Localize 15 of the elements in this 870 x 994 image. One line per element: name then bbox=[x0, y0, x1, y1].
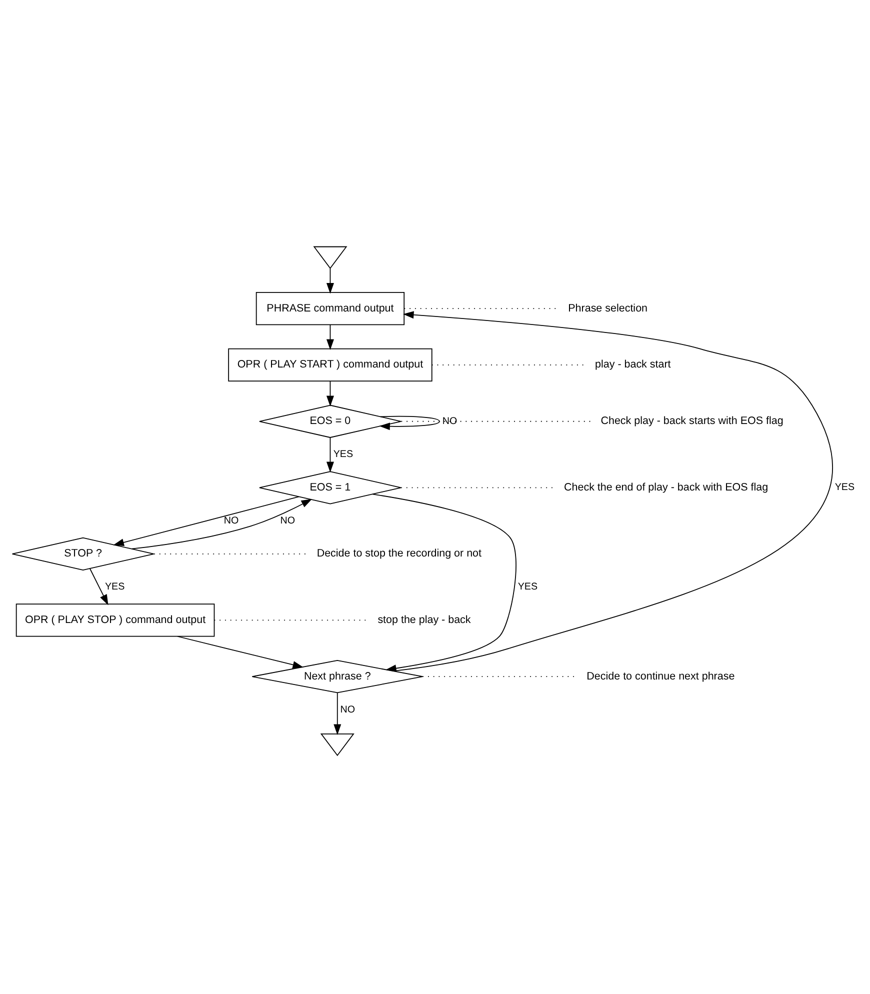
edge-label: YES bbox=[834, 482, 855, 493]
node-text: stop the play - back bbox=[378, 613, 471, 626]
edge-label: NO bbox=[280, 514, 296, 526]
edge-label: NO bbox=[340, 704, 356, 715]
edge-label: YES bbox=[518, 581, 538, 592]
edge-label: NO bbox=[442, 415, 458, 426]
edge-label: YES bbox=[333, 448, 354, 460]
edge-label: NO bbox=[224, 514, 239, 526]
node-text: Check play - back starts with EOS flag bbox=[600, 414, 784, 427]
edge-label: YES bbox=[104, 581, 125, 592]
node-text: Phrase selection bbox=[568, 302, 648, 314]
node-text: play - back start bbox=[595, 358, 671, 370]
node-text: Check the end of play - back with EOS flag bbox=[564, 480, 768, 493]
node-text: Decide to stop the recording or not bbox=[316, 547, 482, 560]
node-text: Decide to continue next phrase bbox=[586, 670, 735, 682]
